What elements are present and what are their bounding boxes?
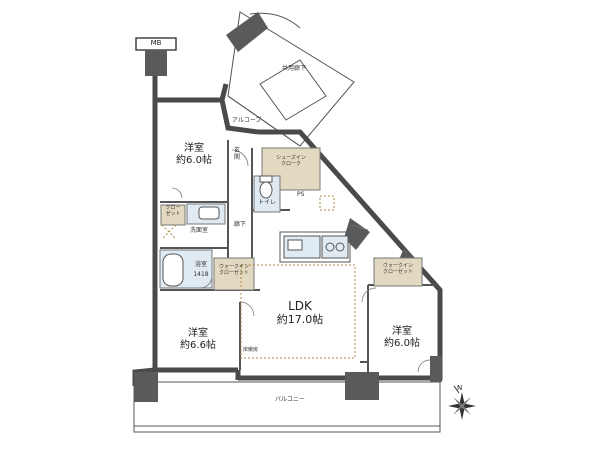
fixtures — [162, 175, 351, 287]
door-swings — [171, 149, 431, 373]
hall-label: 廊下 — [234, 221, 247, 228]
common-corridor-label: 共用廊下 — [282, 65, 307, 72]
balcony-area — [133, 381, 441, 433]
room-area: 約6.0帖 — [384, 337, 420, 349]
room-name: 洋室 — [184, 143, 204, 154]
balcony-label: バルコニー — [275, 396, 305, 403]
floor-heating-outline — [161, 195, 356, 359]
alcove-label: アルコーブ — [232, 117, 262, 124]
mb-label: MB — [150, 39, 162, 47]
room-ldk: LDK 約17.0帖 — [266, 299, 334, 326]
room-area: 約17.0帖 — [276, 312, 324, 326]
bath-size-label: 1418 — [193, 271, 209, 278]
outer-walls — [132, 76, 443, 386]
room-name: LDK — [288, 299, 312, 313]
walk-in-closet-right-label: ウォークイン クローゼット — [382, 263, 413, 275]
bath-name-label: 浴室 — [194, 261, 207, 268]
room-bedroom-nw: 洋室 約6.0帖 — [168, 143, 220, 166]
room-name: 洋室 — [188, 328, 208, 339]
entrance-label: 玄関 — [234, 147, 241, 161]
floor-heating-label: 床暖房 — [243, 347, 259, 353]
ps-label: PS — [297, 191, 305, 198]
shoes-in-closet-label: シューズイン クローク — [276, 155, 306, 167]
compass-icon — [448, 385, 476, 420]
washroom-label: 洗面室 — [190, 227, 209, 234]
walk-in-closet-left-label: ウォークイン クローゼット — [218, 264, 249, 276]
room-bedroom-e: 洋室 約6.0帖 — [376, 326, 428, 349]
mb-box — [135, 37, 177, 76]
common-corridor-block — [226, 11, 355, 147]
room-bedroom-sw: 洋室 約6.6帖 — [170, 328, 226, 351]
room-area: 約6.6帖 — [180, 339, 216, 351]
room-name: 洋室 — [392, 326, 412, 337]
north-label: N — [457, 384, 463, 392]
toilet-label: トイレ — [258, 199, 277, 206]
room-area: 約6.0帖 — [176, 154, 212, 166]
closet-label: クロー ゼット — [165, 205, 181, 217]
